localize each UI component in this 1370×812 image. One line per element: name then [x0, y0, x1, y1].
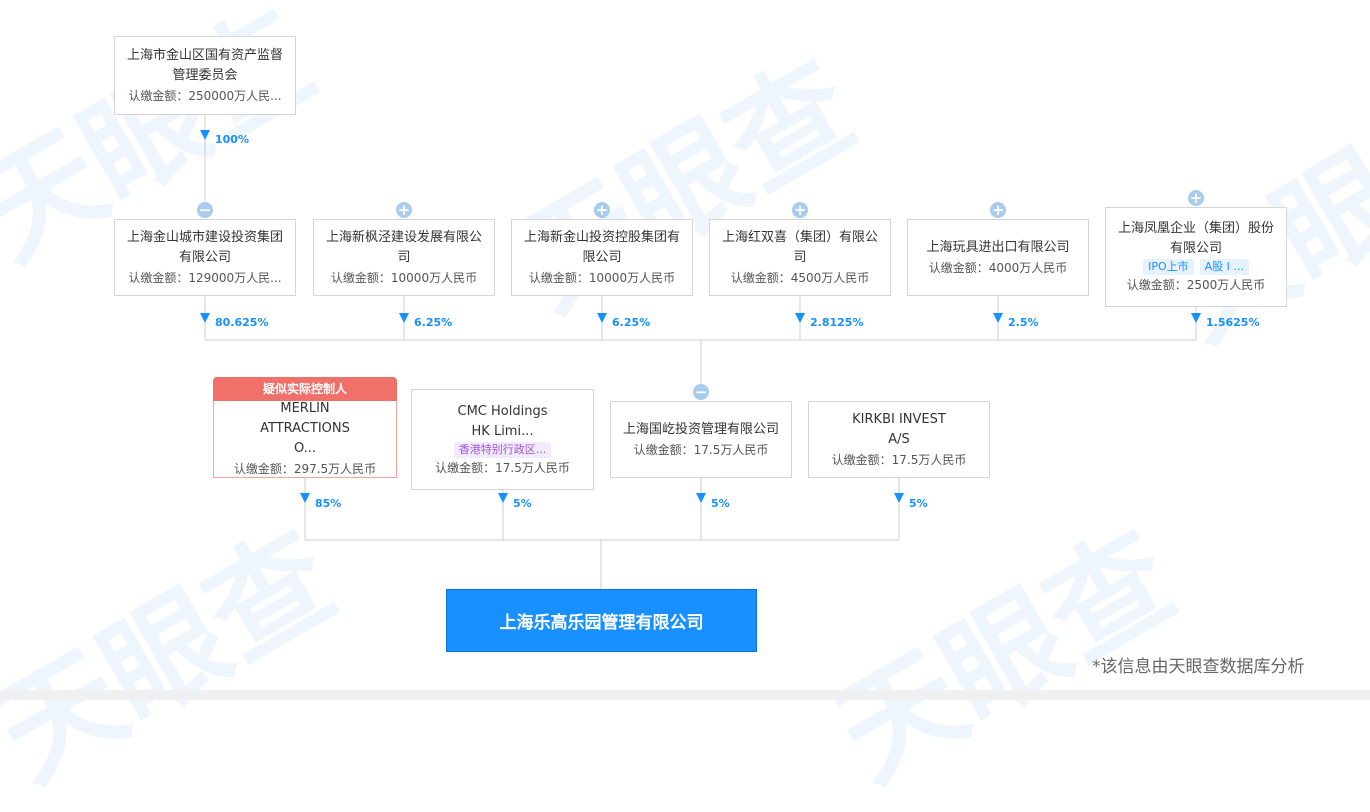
- arrow-down-icon: [795, 313, 805, 323]
- node-name: 上海玩具进出口有限公司: [926, 239, 1070, 255]
- ipo-tag: IPO上市: [1143, 259, 1194, 275]
- expand-icon[interactable]: +: [990, 201, 1006, 219]
- percent-label: 6.25%: [612, 316, 651, 329]
- target-company-node[interactable]: 上海乐高乐园管理有限公司: [446, 589, 757, 652]
- collapse-icon[interactable]: −: [197, 201, 213, 219]
- arrow-down-icon: [696, 493, 706, 503]
- arrow-down-icon: [200, 130, 210, 140]
- node-amount: 认缴金额：17.5万人民币: [831, 452, 967, 467]
- shareholder-node-l1[interactable]: 上海凤凰企业（集团）股份有限公司 IPO上市 A股 I ... 认缴金额：250…: [1105, 207, 1287, 307]
- stock-tag: A股 I ...: [1199, 259, 1249, 275]
- percent-label: 6.25%: [414, 316, 453, 329]
- node-name: 上海市金山区国有资产监督管理委员会: [126, 47, 283, 83]
- tag-row: IPO上市 A股 I ...: [1143, 259, 1249, 275]
- node-amount: 认缴金额：4000万人民币: [928, 260, 1068, 275]
- percent-label: 5%: [909, 497, 928, 510]
- node-name: CMC Holdings HK Limi...: [457, 403, 548, 439]
- shareholder-node-l2[interactable]: 上海国屹投资管理有限公司 认缴金额：17.5万人民币: [610, 401, 792, 478]
- source-footnote: *该信息由天眼查数据库分析: [1092, 657, 1305, 677]
- node-amount: 认缴金额：250000万人民...: [128, 88, 282, 103]
- shareholder-node-l1[interactable]: 上海新金山投资控股集团有限公司 认缴金额：10000万人民币: [511, 219, 693, 296]
- arrow-down-icon: [200, 313, 210, 323]
- arrow-down-icon: [498, 493, 508, 503]
- expand-icon[interactable]: +: [594, 201, 610, 219]
- node-name: 上海凤凰企业（集团）股份有限公司: [1117, 221, 1274, 256]
- arrow-down-icon: [399, 313, 409, 323]
- percent-label: 2.8125%: [810, 316, 864, 329]
- collapse-icon[interactable]: −: [693, 383, 709, 401]
- shareholder-node-l2[interactable]: MERLIN ATTRACTIONS O... 认缴金额：297.5万人民币: [213, 401, 397, 478]
- node-name: KIRKBI INVEST A/S: [852, 411, 946, 447]
- node-name: 上海新金山投资控股集团有限公司: [523, 229, 680, 265]
- region-tag: 香港特别行政区...: [453, 441, 552, 458]
- node-amount: 认缴金额：4500万人民币: [730, 270, 870, 285]
- shareholder-node-l1[interactable]: 上海红双喜（集团）有限公司 认缴金额：4500万人民币: [709, 219, 891, 296]
- actual-controller-badge: 疑似实际控制人: [213, 377, 397, 401]
- percent-label: 2.5%: [1008, 316, 1039, 329]
- node-name: MERLIN ATTRACTIONS O...: [260, 401, 350, 456]
- node-amount: 认缴金额：17.5万人民币: [633, 442, 769, 457]
- expand-icon[interactable]: +: [1188, 189, 1204, 207]
- percent-label: 1.5625%: [1206, 316, 1260, 329]
- node-name: 上海国屹投资管理有限公司: [622, 421, 779, 437]
- arrow-down-icon: [300, 493, 310, 503]
- shareholder-node-l1[interactable]: 上海玩具进出口有限公司 认缴金额：4000万人民币: [907, 219, 1089, 296]
- percent-label: 100%: [215, 133, 249, 146]
- percent-label: 80.625%: [215, 316, 269, 329]
- shareholder-node-l2[interactable]: CMC Holdings HK Limi... 香港特别行政区... 认缴金额：…: [411, 389, 594, 490]
- node-amount: 认缴金额：297.5万人民币: [233, 462, 377, 476]
- percent-label: 5%: [513, 497, 532, 510]
- node-amount: 认缴金额：2500万人民币: [1126, 278, 1266, 292]
- shareholder-node-top[interactable]: 上海市金山区国有资产监督管理委员会 认缴金额：250000万人民...: [114, 36, 296, 115]
- shareholder-node-l2[interactable]: KIRKBI INVEST A/S 认缴金额：17.5万人民币: [808, 401, 990, 478]
- node-name: 上海红双喜（集团）有限公司: [721, 229, 878, 265]
- node-amount: 认缴金额：10000万人民币: [330, 270, 478, 285]
- expand-icon[interactable]: +: [792, 201, 808, 219]
- node-name: 上海新枫泾建设发展有限公司: [325, 229, 482, 265]
- shareholder-node-l1[interactable]: 上海金山城市建设投资集团有限公司 认缴金额：129000万人民...: [114, 219, 296, 296]
- arrow-down-icon: [597, 313, 607, 323]
- arrow-down-icon: [993, 313, 1003, 323]
- expand-icon[interactable]: +: [396, 201, 412, 219]
- node-amount: 认缴金额：17.5万人民币: [435, 460, 570, 475]
- arrow-down-icon: [1191, 313, 1201, 323]
- arrow-down-icon: [894, 493, 904, 503]
- shareholder-node-l1[interactable]: 上海新枫泾建设发展有限公司 认缴金额：10000万人民币: [313, 219, 495, 296]
- percent-label: 5%: [711, 497, 730, 510]
- node-amount: 认缴金额：129000万人民...: [128, 270, 282, 285]
- percent-label: 85%: [315, 497, 342, 510]
- node-amount: 认缴金额：10000万人民币: [528, 270, 676, 285]
- node-name: 上海金山城市建设投资集团有限公司: [126, 229, 283, 265]
- bottom-bar: [0, 690, 1370, 700]
